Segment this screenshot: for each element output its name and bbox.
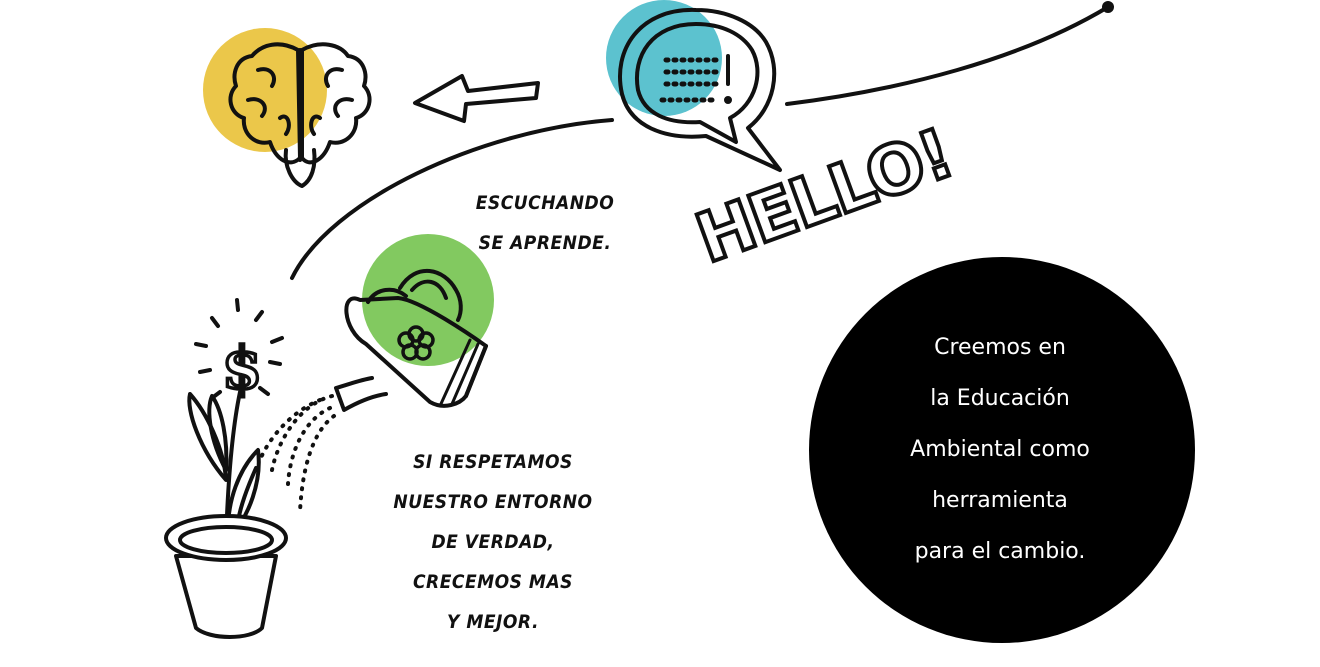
speech-splash xyxy=(606,0,722,116)
respect-caption-line: CRECEMOS MAS xyxy=(413,571,573,593)
message-line: para el cambio. xyxy=(914,539,1086,564)
listen-caption-line: SE APRENDE. xyxy=(478,232,612,254)
dollar-icon: $ xyxy=(220,332,264,404)
watering-can-icon xyxy=(334,269,488,412)
brain-icon xyxy=(228,42,372,188)
listen-caption: ESCUCHANDO SE APRENDE. xyxy=(440,183,650,263)
brain-splash xyxy=(203,28,327,152)
flower-pot-icon xyxy=(164,514,288,639)
connector-end-dot xyxy=(1102,1,1114,13)
arrow-left-icon xyxy=(413,74,540,123)
message-line: Ambiental como xyxy=(910,437,1090,462)
can-splash xyxy=(362,234,494,366)
message-line: Creemos en xyxy=(934,335,1066,360)
speech-bubble-icon xyxy=(618,7,782,172)
message-line: herramienta xyxy=(932,488,1068,513)
message-circle xyxy=(809,257,1195,643)
water-spray xyxy=(258,394,336,514)
svg-text:$: $ xyxy=(222,334,262,402)
respect-caption-line: SI RESPETAMOS xyxy=(413,451,573,473)
message-text: Creemos en la Educación Ambiental como h… xyxy=(860,322,1140,577)
flower-icon xyxy=(397,325,435,361)
top-connector-line xyxy=(785,5,1110,106)
respect-caption-line: Y MEJOR. xyxy=(447,611,539,633)
main-connector-arc xyxy=(290,118,614,280)
sparkle-rays xyxy=(194,298,284,400)
message-line: la Educación xyxy=(930,386,1070,411)
respect-caption-line: DE VERDAD, xyxy=(431,531,555,553)
listen-caption-line: ESCUCHANDO xyxy=(475,192,615,214)
respect-caption: SI RESPETAMOS NUESTRO ENTORNO DE VERDAD,… xyxy=(378,442,608,642)
color-splashes xyxy=(203,0,722,366)
respect-caption-line: NUESTRO ENTORNO xyxy=(393,491,593,513)
